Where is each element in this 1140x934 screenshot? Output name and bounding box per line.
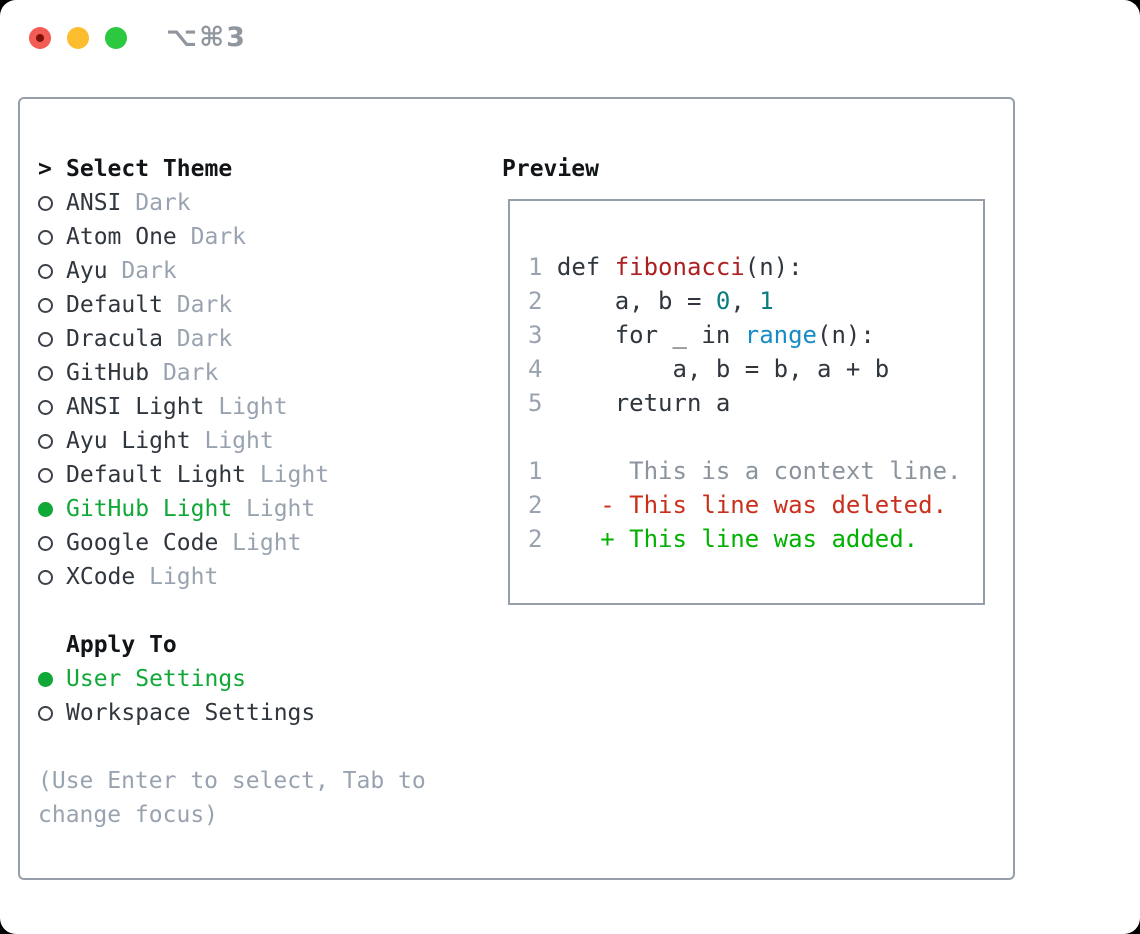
theme-variant-badge: Light — [246, 462, 330, 488]
theme-variant-badge: Dark — [162, 292, 233, 318]
theme-name: Ayu — [66, 258, 108, 284]
radio-icon — [38, 536, 53, 551]
theme-name: ANSI — [66, 190, 122, 216]
hint-line-1: (Use Enter to select, Tab to — [38, 768, 426, 794]
code-line: 2 - This line was deleted. — [528, 491, 948, 519]
radio-icon — [38, 230, 53, 245]
radio-selected-icon — [38, 502, 53, 517]
radio-icon — [38, 366, 53, 381]
theme-name: Default — [66, 292, 163, 318]
code-line: 3 for _ in range(n): — [528, 321, 875, 349]
close-indicator-dot — [36, 34, 44, 42]
preview-title: Preview — [502, 156, 599, 182]
window-shortcut-label: ⌥⌘3 — [166, 22, 247, 53]
apply-to-title: Apply To — [66, 632, 177, 658]
theme-name: Atom One — [66, 224, 177, 250]
theme-option-google-code[interactable]: Google Code Light — [38, 526, 426, 560]
code-line: 5 return a — [528, 389, 731, 417]
zoom-button[interactable] — [105, 27, 127, 49]
apply-option-label: Workspace Settings — [66, 700, 316, 726]
theme-variant-badge: Light — [135, 564, 219, 590]
preview-pane: 1 def fibonacci(n): 2 a, b = 0, 1 3 for _ … — [508, 199, 985, 605]
theme-name: Dracula — [66, 326, 163, 352]
theme-variant-badge: Light — [218, 530, 302, 556]
radio-icon — [38, 332, 53, 347]
code-line: 4 a, b = b, a + b — [528, 355, 890, 383]
theme-name: ANSI Light — [66, 394, 205, 420]
select-theme-header: > Select Theme — [38, 152, 426, 186]
radio-icon — [38, 434, 53, 449]
theme-option-ansi-light[interactable]: ANSI Light Light — [38, 390, 426, 424]
radio-icon — [38, 400, 53, 415]
radio-icon — [38, 706, 53, 721]
code-line: 1 def fibonacci(n): — [528, 253, 803, 281]
theme-option-xcode[interactable]: XCode Light — [38, 560, 426, 594]
apply-option-workspace-settings[interactable]: Workspace Settings — [38, 696, 426, 730]
theme-option-ansi[interactable]: ANSI Dark — [38, 186, 426, 220]
theme-name: Ayu Light — [66, 428, 191, 454]
theme-name: Default Light — [66, 462, 247, 488]
theme-option-atom-one[interactable]: Atom One Dark — [38, 220, 426, 254]
theme-variant-badge: Light — [232, 496, 316, 522]
theme-variant-badge: Dark — [121, 190, 191, 216]
theme-option-ayu[interactable]: Ayu Dark — [38, 254, 426, 288]
apply-option-label: User Settings — [66, 666, 247, 692]
preview-code: 1 def fibonacci(n): 2 a, b = 0, 1 3 for _ … — [528, 250, 962, 556]
radio-icon — [38, 468, 53, 483]
apply-option-user-settings[interactable]: User Settings — [38, 662, 426, 696]
theme-name: GitHub Light — [66, 496, 233, 522]
theme-name: GitHub — [66, 360, 150, 386]
minimize-button[interactable] — [67, 27, 89, 49]
theme-option-github[interactable]: GitHub Dark — [38, 356, 426, 390]
keyboard-hint: (Use Enter to select, Tab to change focu… — [38, 764, 426, 832]
hint-line-2: change focus) — [38, 802, 219, 828]
titlebar: ⌥⌘3 — [29, 22, 247, 53]
theme-option-dracula[interactable]: Dracula Dark — [38, 322, 426, 356]
theme-name: XCode — [66, 564, 136, 590]
theme-variant-badge: Dark — [107, 258, 177, 284]
radio-icon — [38, 196, 53, 211]
select-theme-title: Select Theme — [66, 156, 233, 182]
radio-icon — [38, 298, 53, 313]
theme-variant-badge: Dark — [149, 360, 219, 386]
apply-to-header: Apply To — [38, 628, 426, 662]
theme-name: Google Code — [66, 530, 219, 556]
theme-option-default-light[interactable]: Default Light Light — [38, 458, 426, 492]
radio-icon — [38, 264, 53, 279]
radio-icon — [38, 570, 53, 585]
theme-option-default[interactable]: Default Dark — [38, 288, 426, 322]
close-button[interactable] — [29, 27, 51, 49]
code-line: 1 This is a context line. — [528, 457, 962, 485]
theme-variant-badge: Dark — [176, 224, 247, 250]
theme-option-github-light[interactable]: GitHub Light Light — [38, 492, 426, 526]
radio-selected-icon — [38, 672, 53, 687]
theme-option-ayu-light[interactable]: Ayu Light Light — [38, 424, 426, 458]
theme-variant-badge: Light — [190, 428, 274, 454]
code-line — [528, 420, 962, 454]
theme-variant-badge: Dark — [162, 326, 233, 352]
code-line: 2 + This line was added. — [528, 525, 919, 553]
code-line: 2 a, b = 0, 1 — [528, 287, 774, 315]
focus-cursor-icon: > — [38, 156, 52, 182]
theme-variant-badge: Light — [204, 394, 288, 420]
